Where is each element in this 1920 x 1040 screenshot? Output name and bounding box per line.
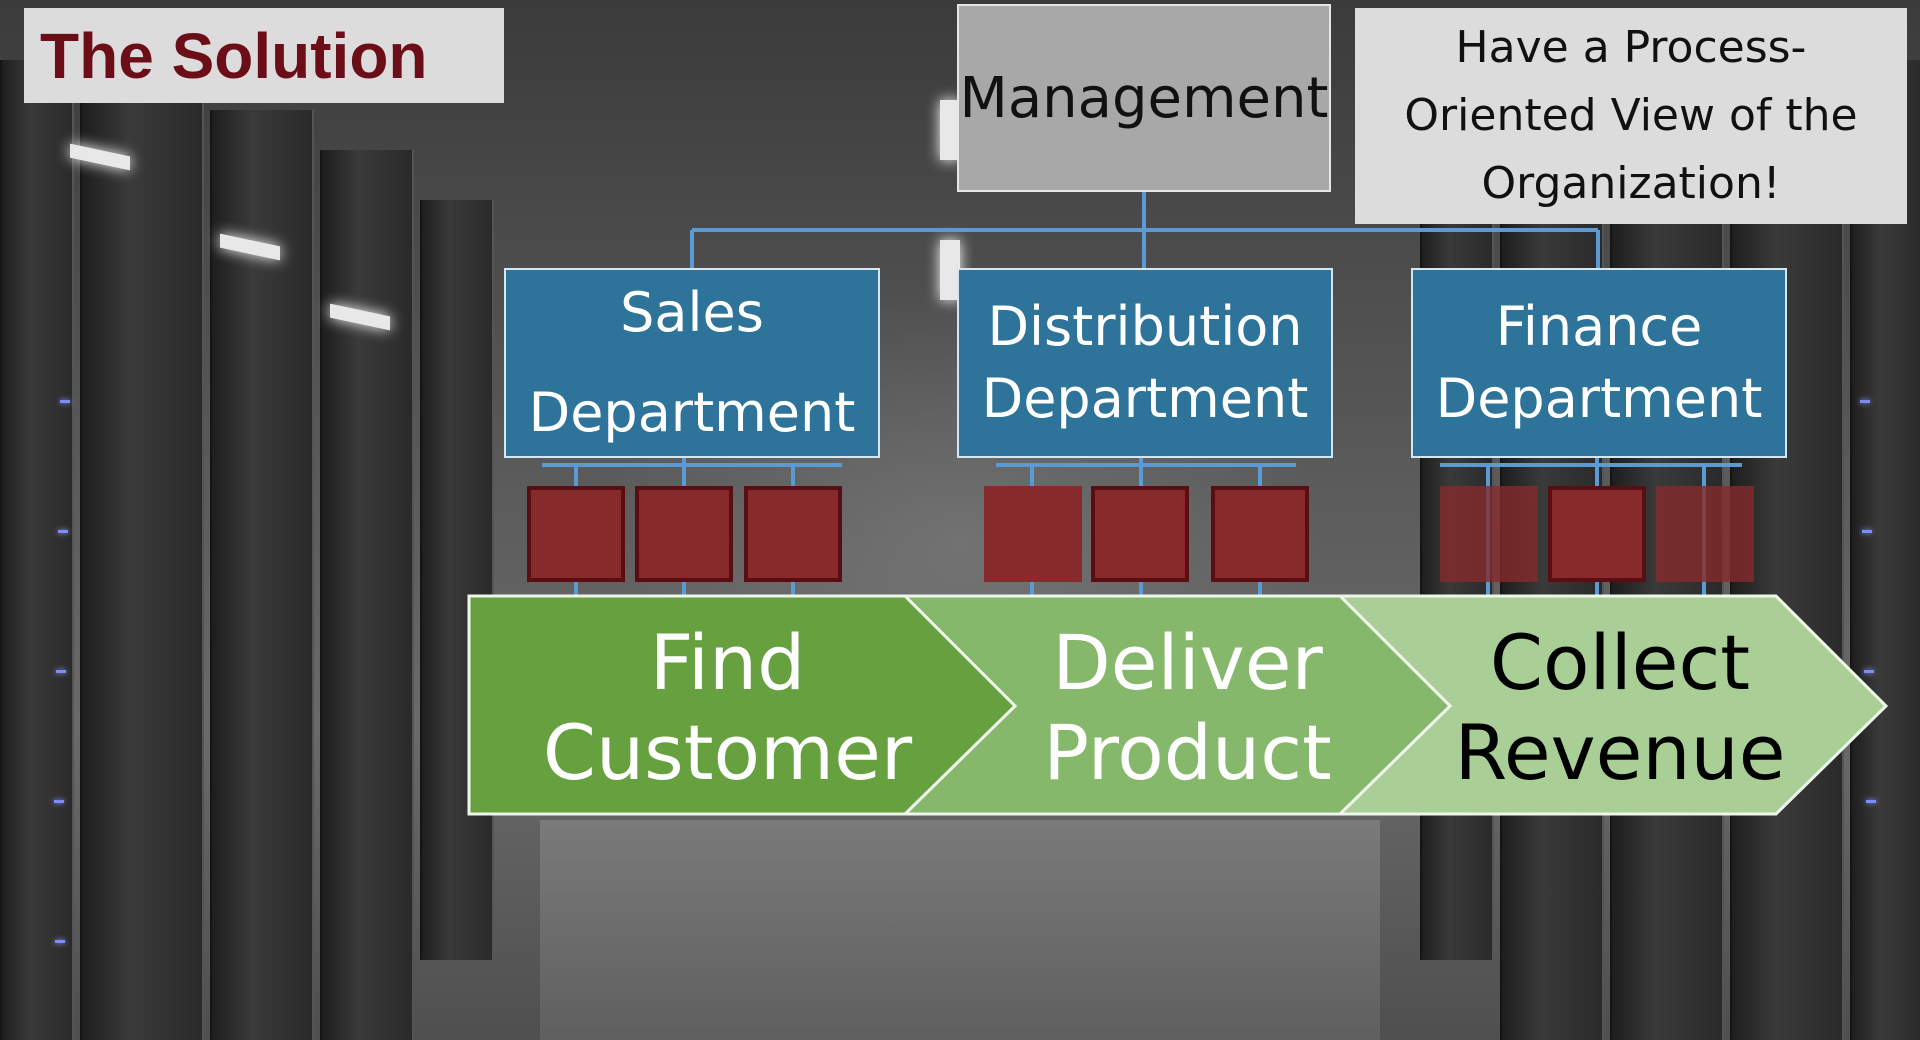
status-led [58,530,68,533]
status-led [54,800,64,803]
status-led [1860,400,1870,403]
process-step-find-customer [467,594,1018,816]
server-rack [420,200,494,960]
department-label: Finance [1495,295,1703,358]
department-label: Sales [620,281,764,344]
process-label-line: Deliver [1052,618,1323,707]
callout-text: Have a Process- Oriented View of the Org… [1380,14,1881,218]
department-label: Department [981,367,1309,430]
floor [540,820,1380,1040]
task-block [984,486,1082,582]
management-label: Management [959,65,1329,131]
process-label-line: Revenue [1454,708,1786,797]
task-block [1548,486,1646,582]
status-led [1864,670,1874,673]
task-block [744,486,842,582]
distribution-department-box: Distribution Department [957,268,1333,458]
callout-line: Have a Process- [1455,22,1807,73]
process-label-line: Collect [1489,618,1751,707]
task-block [527,486,625,582]
task-block [1440,486,1538,582]
department-label: Department [1435,367,1763,430]
process-label-line: Find [649,618,806,707]
status-led [60,400,70,403]
process-label: Collect Revenue [1440,618,1800,798]
process-label: Find Customer [500,618,955,798]
finance-department-box: Finance Department [1411,268,1787,458]
task-block [1211,486,1309,582]
process-label-line: Product [1043,708,1332,797]
server-rack [210,110,314,1040]
department-label: Distribution [987,295,1303,358]
server-rack [320,150,414,1040]
process-label: Deliver Product [1010,618,1365,798]
department-label: Department [528,381,856,444]
slide-title: The Solution [40,19,428,92]
server-rack [0,60,74,1040]
task-block [1091,486,1189,582]
callout-box: Have a Process- Oriented View of the Org… [1355,8,1907,224]
management-box: Management [957,4,1331,192]
status-led [1866,800,1876,803]
server-rack [80,80,204,1040]
ceiling-light [940,240,960,300]
sales-department-box: Sales Department [504,268,880,458]
slide-title-box: The Solution [24,8,504,103]
status-led [1862,530,1872,533]
status-led [56,670,66,673]
process-label-line: Customer [542,708,913,797]
task-block [635,486,733,582]
callout-line: Oriented View of the [1404,90,1858,141]
task-block [1656,486,1754,582]
status-led [55,940,65,943]
callout-line: Organization! [1481,158,1781,209]
ceiling-light [940,100,960,160]
